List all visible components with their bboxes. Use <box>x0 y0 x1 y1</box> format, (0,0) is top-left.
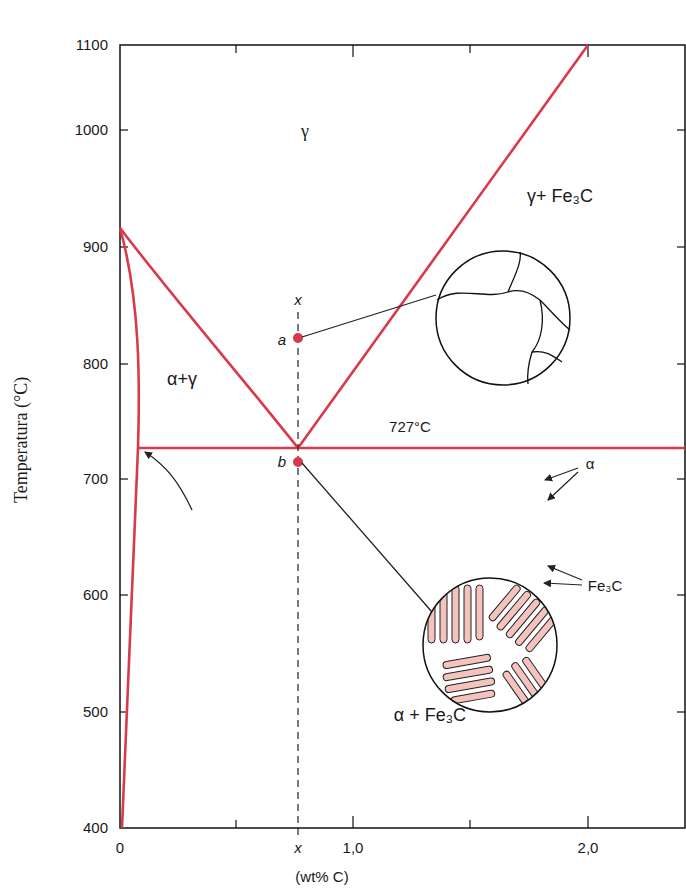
composition-line <box>297 312 298 838</box>
axis-tick-label: 800 <box>83 356 108 373</box>
phase-label: γ <box>301 122 309 142</box>
composition-marker: x <box>294 840 302 857</box>
point-label: b <box>278 454 286 471</box>
pearlite-microstructure <box>423 578 560 712</box>
temperature-label: 727°C <box>389 419 431 436</box>
axis-tick-label: 900 <box>83 239 108 256</box>
composition-marker: x <box>294 292 302 309</box>
callout-label: α <box>586 456 595 473</box>
axis-title: (wt% C) <box>295 869 348 886</box>
axis-tick-label: 500 <box>83 704 108 721</box>
axis-tick-label: 700 <box>83 471 108 488</box>
leader-line <box>302 463 432 612</box>
pointer-arrow <box>145 452 192 510</box>
axis-tick-label: 1000 <box>75 122 108 139</box>
axis-tick-label: 0 <box>116 840 124 857</box>
axis-tick-label: 600 <box>83 587 108 604</box>
callout-label: Fe₃C <box>588 578 622 595</box>
axis-tick-label: 2,0 <box>578 840 599 857</box>
point-b <box>293 457 303 467</box>
axis-tick-label: 400 <box>83 820 108 837</box>
axis-tick-label: 1100 <box>76 37 108 54</box>
axis-title: Temperatura (°C) <box>12 377 32 503</box>
austenite-grains <box>436 251 570 385</box>
point-a <box>293 333 303 343</box>
leader-line <box>302 295 436 337</box>
phase-label: α+γ <box>167 370 197 390</box>
callout-leaders <box>544 468 582 585</box>
phase-label: γ+ Fe₃C <box>527 187 593 207</box>
phase-boundaries <box>120 45 685 828</box>
axis-tick-label: 1,0 <box>343 840 364 857</box>
plot-frame <box>120 45 685 828</box>
axis-ticks <box>120 45 685 828</box>
phase-label: α + Fe₃C <box>394 706 466 726</box>
point-label: a <box>278 332 286 349</box>
